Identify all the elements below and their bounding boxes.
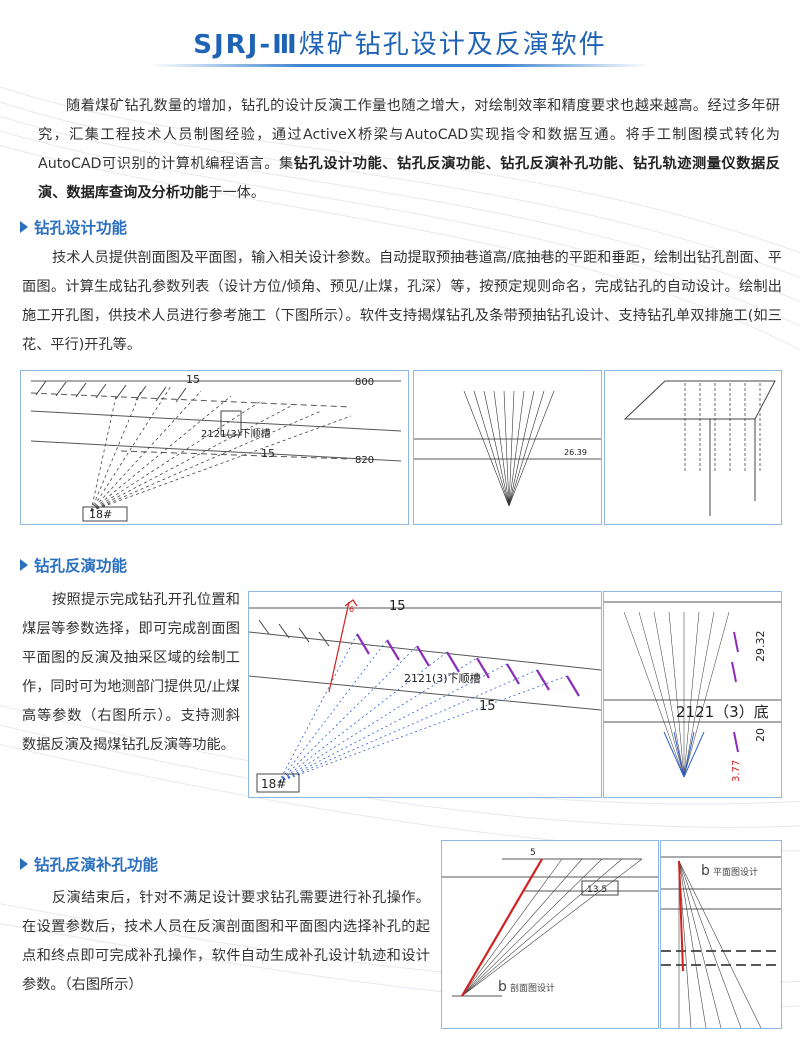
fig4-seam-label: 2121(3)下顺槽	[404, 672, 481, 685]
intro-paragraph: 随着煤矿钻孔数量的增加，钻孔的设计反演工作量也随之增大，对绘制效率和精度要求也越…	[38, 92, 780, 208]
triangle-bullet-icon	[20, 559, 28, 571]
figure-inverse-profile: 6 15 2121(3)下顺槽 15 18#	[248, 591, 602, 798]
fig6-logo: b	[498, 979, 507, 995]
section-heading-design: 钻孔设计功能	[20, 216, 127, 238]
fig1-top-end: 800	[355, 377, 374, 388]
fig5-dim1: 29.32	[754, 631, 767, 663]
section-heading-supplement: 钻孔反演补孔功能	[20, 853, 158, 875]
fig2-side-label: 26.39	[564, 448, 587, 457]
fig5-dim3: 3.77	[731, 760, 742, 782]
fig6-caption: 剖面图设计	[510, 982, 555, 994]
fig4-mid-dim: 15	[479, 699, 496, 714]
triangle-bullet-icon	[20, 858, 28, 870]
fig4-top-dim: 15	[389, 599, 406, 614]
fig4-site-label: 18#	[261, 777, 286, 791]
intro-bold-features: 钻孔设计功能、钻孔反演功能、钻孔反演补孔功能、钻孔轨迹测量仪数据反演、数据库查询…	[38, 156, 780, 201]
fig1-mid-dim: 15	[261, 447, 275, 460]
intro-tail: 于一体。	[208, 185, 266, 201]
title-cn: 煤矿钻孔设计及反演软件	[298, 30, 607, 60]
section-heading-design-label: 钻孔设计功能	[34, 219, 128, 237]
figure-supplement-plan: b 平面图设计	[660, 840, 782, 1029]
fig1-top-dim: 15	[186, 373, 200, 386]
page-title: SJRJ-Ⅲ煤矿钻孔设计及反演软件	[0, 24, 800, 61]
title-latin: SJRJ-Ⅲ	[193, 30, 299, 60]
figure-design-profile: 15 800 2121(3)下顺槽 15 820 18#	[20, 370, 409, 525]
fig6-top-dim: 5	[530, 848, 536, 858]
fig5-dim2: 20	[754, 728, 767, 742]
figure-inverse-plan: 29.32 2121（3）底 20 3.77	[603, 591, 782, 798]
fig1-site-label: 18#	[89, 508, 112, 521]
section-heading-inverse-label: 钻孔反演功能	[34, 557, 128, 575]
fig7-logo: b	[701, 863, 710, 879]
fig4-red-dim: 6	[349, 605, 354, 614]
section-heading-supplement-label: 钻孔反演补孔功能	[34, 856, 159, 874]
fig7-caption: 平面图设计	[713, 866, 758, 878]
section-body-inverse: 按照提示完成钻孔开孔位置和煤层等参数选择，即可完成剖面图平面图的反演及抽采区域的…	[22, 592, 240, 753]
section-heading-inverse: 钻孔反演功能	[20, 554, 127, 576]
figure-design-fan: 26.39	[413, 370, 602, 525]
section-body-design: 技术人员提供剖面图及平面图，输入相关设计参数。自动提取预抽巷道高/底抽巷的平距和…	[22, 250, 782, 353]
fig1-bot-end: 820	[355, 455, 374, 466]
section-body-supplement: 反演结束后，针对不满足设计要求钻孔需要进行补孔操作。在设置参数后，技术人员在反演…	[22, 890, 430, 993]
figure-supplement-profile: 5 13.5 b 剖面图设计	[441, 840, 659, 1029]
fig6-mid-dim: 13.5	[587, 885, 607, 895]
fig5-seam-label: 2121（3）底	[676, 703, 769, 721]
title-underline	[150, 64, 650, 67]
triangle-bullet-icon	[20, 221, 28, 233]
intro-text: 随着煤矿钻孔数量的增加，钻孔的设计反演工作量也随之增大，对绘制效率和精度要求也越…	[38, 98, 780, 172]
figure-design-3d	[604, 370, 782, 525]
fig1-seam-label: 2121(3)下顺槽	[201, 427, 271, 440]
